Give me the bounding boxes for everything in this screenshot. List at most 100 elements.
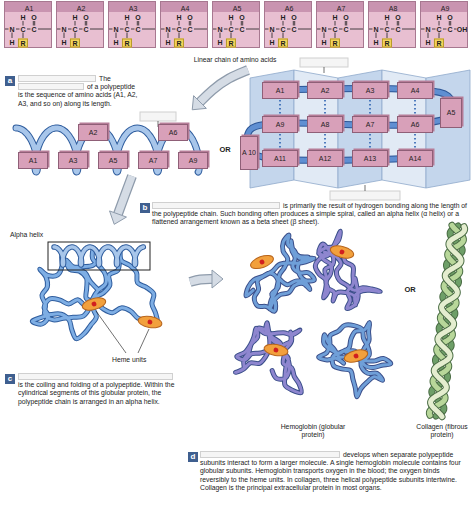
helix-ribbon: [54, 247, 143, 265]
atom-symbol: C: [291, 26, 296, 33]
hydrogen-bond: [369, 100, 371, 115]
step-letter-box: a: [5, 76, 15, 86]
residue-tile: A5: [98, 152, 128, 169]
atom-symbol: H: [425, 39, 430, 46]
amino-acid-box: A2HONCCHR: [56, 1, 104, 48]
residue-tile: A2: [78, 124, 108, 141]
bond-line: [161, 29, 165, 30]
bond-line: [380, 29, 384, 30]
atom-symbol: C: [228, 26, 233, 33]
bond-line: [335, 21, 336, 26]
answer-blank: [152, 202, 280, 209]
subunit-ribbon: [319, 323, 391, 397]
residue-label: A2: [89, 129, 98, 137]
bond-line: [179, 21, 180, 26]
atom-symbol: C: [187, 26, 192, 33]
bond-line: [220, 33, 221, 39]
amino-acid-box: A8HONCCHR: [368, 1, 416, 48]
step-letter: a: [8, 77, 12, 85]
bond-line: [265, 29, 269, 30]
residue-tile: A4: [397, 82, 433, 99]
bond-line: [38, 29, 51, 30]
bond-line: [294, 21, 295, 26]
bond-line: [276, 29, 280, 30]
subunit-ribbon: [246, 235, 314, 311]
step-letter: d: [191, 453, 196, 461]
bond-line: [293, 21, 294, 26]
atom-symbol: N: [373, 26, 378, 33]
residue-label: A2: [77, 4, 86, 11]
heme-disc: [343, 348, 369, 365]
atom-symbol: H: [20, 14, 25, 21]
answer-blank: [200, 451, 340, 458]
iron-center: [259, 259, 265, 265]
beta-sheet: [246, 58, 470, 200]
atom-symbol: O: [395, 14, 400, 21]
bond-line: [387, 21, 388, 26]
residue-label: A12: [319, 155, 331, 163]
residue-tile: A6: [397, 116, 433, 133]
heme-disc: [249, 253, 275, 272]
atom-symbol: C: [395, 26, 400, 33]
atom-symbol: C: [447, 26, 452, 33]
atom-symbol: N: [9, 26, 14, 33]
bond-line: [428, 33, 429, 39]
atom-symbol: C: [20, 26, 25, 33]
bond-line: [127, 21, 128, 26]
bond-line: [324, 33, 325, 39]
bond-line: [242, 21, 243, 26]
leader-line: [138, 329, 149, 353]
bond-line: [142, 29, 155, 30]
residue-label: A11: [274, 155, 286, 163]
residue-label: A5: [109, 157, 118, 165]
heme-disc: [137, 314, 163, 329]
leader-line: [96, 311, 126, 353]
atom-symbol: H: [61, 39, 66, 46]
hydrogen-bond: [324, 100, 326, 115]
residue-tile: A5: [440, 98, 462, 128]
iron-center: [91, 301, 97, 307]
protein-ribbon: [32, 249, 157, 339]
atom-symbol: C: [239, 26, 244, 33]
atom-symbol: H: [176, 14, 181, 21]
residue-label: A7: [366, 121, 375, 129]
bond-line: [23, 33, 24, 39]
amino-acid-box: A1HONCCHR: [4, 1, 52, 48]
bond-line: [231, 21, 232, 26]
atom-symbol: N: [321, 26, 326, 33]
process-arrow: [118, 176, 132, 214]
bond-line: [75, 33, 76, 39]
process-arrow: [190, 279, 212, 282]
process-arrow: [200, 70, 248, 102]
residue-tile: A11: [262, 150, 298, 167]
collagen-strand: [431, 227, 465, 417]
side-chain-symbol: R: [382, 39, 392, 48]
hydrogen-bond: [279, 134, 281, 149]
atom-symbol: C: [31, 26, 36, 33]
heme-disc: [329, 244, 355, 261]
residue-label: A1: [29, 157, 38, 165]
bond-line: [397, 21, 398, 26]
bond-line: [194, 29, 207, 30]
step-letter: b: [143, 204, 148, 212]
bond-line: [68, 29, 72, 30]
atom-symbol: H: [9, 39, 14, 46]
atom-symbol: C: [343, 26, 348, 33]
residue-tile: A 10: [240, 136, 258, 170]
residue-label: A8: [321, 121, 330, 129]
heme-disc: [329, 244, 355, 261]
residue-label: A6: [169, 129, 178, 137]
or-label: OR: [213, 146, 237, 154]
globular-protein: [32, 242, 162, 353]
residue-label: A4: [181, 4, 190, 11]
hydrogen-bond: [414, 100, 416, 115]
heme-disc: [249, 253, 275, 272]
bond-line: [376, 33, 377, 39]
answer-blank: [140, 112, 176, 121]
side-chain-symbol: R: [18, 39, 28, 48]
residue-label: A13: [364, 155, 376, 163]
bond-line: [350, 29, 363, 30]
leader-line: [324, 67, 325, 73]
residue-tile: A6: [158, 124, 188, 141]
answer-blank: [18, 373, 173, 380]
